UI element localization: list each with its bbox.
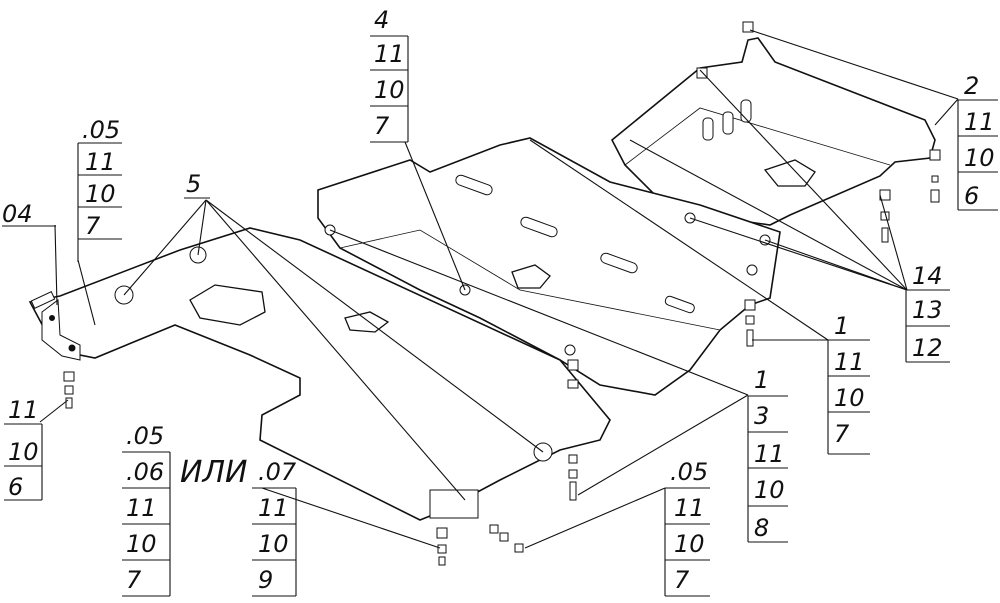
svg-text:11: 11 xyxy=(258,494,289,522)
callout-1-right: 1 11 10 7 xyxy=(827,312,870,455)
hardware xyxy=(63,21,941,566)
callout-4: 4 11 10 7 xyxy=(370,6,409,143)
svg-text:11: 11 xyxy=(8,396,39,424)
svg-text:7: 7 xyxy=(834,420,850,448)
svg-text:10: 10 xyxy=(964,144,995,172)
svg-text:5: 5 xyxy=(186,170,201,198)
callout-04: 04 xyxy=(2,200,56,228)
svg-text:11: 11 xyxy=(754,440,785,468)
svg-text:7: 7 xyxy=(374,112,390,140)
svg-text:7: 7 xyxy=(85,212,101,240)
svg-text:11: 11 xyxy=(85,148,116,176)
svg-text:13: 13 xyxy=(912,296,943,324)
callout-2: 2 11 10 6 xyxy=(957,72,998,211)
callout-05-bottom: .05 11 10 7 xyxy=(664,458,710,597)
svg-text:4: 4 xyxy=(374,6,389,34)
svg-text:11: 11 xyxy=(834,348,865,376)
callout-07: .07 11 10 9 xyxy=(252,458,297,597)
middle-slot-4 xyxy=(664,295,695,314)
leader-lines xyxy=(39,29,959,549)
svg-text:11: 11 xyxy=(674,494,705,522)
middle-slot-2 xyxy=(520,216,558,238)
bolt-center xyxy=(567,359,579,501)
front-bracket-bottom xyxy=(429,489,479,519)
svg-text:8: 8 xyxy=(754,514,769,542)
middle-mount-2 xyxy=(746,264,758,276)
svg-text:1: 1 xyxy=(834,312,849,340)
bolt-front-bottom xyxy=(436,527,448,566)
svg-text:10: 10 xyxy=(258,530,289,558)
svg-text:3: 3 xyxy=(754,402,769,430)
middle-slot-1 xyxy=(455,174,493,196)
rear-slot-2 xyxy=(722,111,734,135)
callout-05-06: .05 .06 11 10 7 xyxy=(122,422,171,597)
bolt-rear-top xyxy=(696,21,754,79)
svg-text:10: 10 xyxy=(834,384,865,412)
svg-text:11: 11 xyxy=(374,40,405,68)
middle-plate-cutout xyxy=(511,264,551,289)
bolt-front-left xyxy=(63,371,75,409)
svg-text:10: 10 xyxy=(754,476,785,504)
svg-text:.05: .05 xyxy=(670,458,708,486)
middle-skid-plate xyxy=(317,137,781,396)
svg-text:10: 10 xyxy=(85,180,116,208)
svg-text:2: 2 xyxy=(964,72,979,100)
svg-text:1: 1 xyxy=(754,366,769,394)
front-plate-cutout-1 xyxy=(189,284,266,326)
bolt-rear-right xyxy=(929,149,941,203)
svg-text:04: 04 xyxy=(2,200,33,228)
callout-11-10-6-left: 11 10 6 xyxy=(4,396,43,501)
svg-text:10: 10 xyxy=(8,438,39,466)
callout-1-mid: 1 3 11 10 8 xyxy=(747,366,788,543)
svg-text:.05: .05 xyxy=(82,116,120,144)
svg-text:11: 11 xyxy=(126,494,157,522)
callout-14: 14 13 12 xyxy=(905,262,950,363)
svg-text:12: 12 xyxy=(912,334,943,362)
middle-mount-6 xyxy=(564,344,576,356)
svg-text:6: 6 xyxy=(964,182,979,210)
svg-text:10: 10 xyxy=(374,76,405,104)
svg-text:7: 7 xyxy=(674,566,690,594)
callout-05-left: .05 11 10 7 xyxy=(77,116,122,262)
svg-text:.06: .06 xyxy=(126,458,164,486)
svg-text:.05: .05 xyxy=(126,422,164,450)
bracket-04 xyxy=(30,291,81,361)
svg-text:9: 9 xyxy=(258,566,273,594)
svg-text:6: 6 xyxy=(8,473,23,501)
bolt-front-bottom-2 xyxy=(489,524,524,553)
svg-text:10: 10 xyxy=(126,530,157,558)
callout-5: 5 xyxy=(184,170,210,199)
svg-text:7: 7 xyxy=(126,566,142,594)
or-label: ИЛИ xyxy=(180,455,247,490)
middle-slot-3 xyxy=(600,252,638,274)
svg-text:10: 10 xyxy=(674,530,705,558)
bolt-stack-14-13-12 xyxy=(879,189,891,243)
rear-slot-1 xyxy=(702,117,714,141)
front-plate-cutout-2 xyxy=(344,311,390,333)
bolt-middle-right xyxy=(744,299,756,347)
svg-text:.07: .07 xyxy=(258,458,297,486)
svg-text:14: 14 xyxy=(912,262,943,290)
svg-text:11: 11 xyxy=(964,108,995,136)
